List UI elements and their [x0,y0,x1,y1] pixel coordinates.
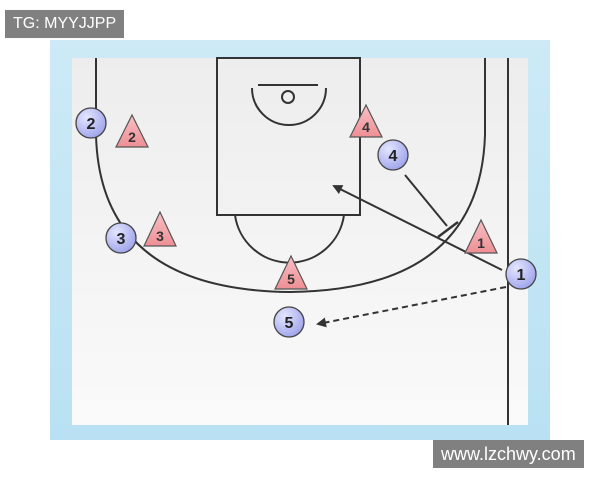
defender-2-label: 2 [128,129,136,145]
defender-3[interactable]: 3 [143,210,177,247]
offense-player-3[interactable]: 3 [105,222,137,254]
watermark-website: www.lzchwy.com [433,440,584,468]
defender-1-label: 1 [477,235,485,251]
defender-5-label: 5 [287,271,295,287]
defender-4[interactable]: 4 [349,103,383,138]
offense-player-5-label: 5 [285,315,294,332]
movement-lines [316,174,507,328]
rim [281,90,295,104]
defender-1[interactable]: 1 [464,218,498,254]
watermark-telegram: TG: MYYJJPP [5,10,125,38]
offense-player-4[interactable]: 4 [377,139,409,171]
offense-player-4-label: 4 [389,148,398,165]
offense-player-2[interactable]: 2 [75,107,107,139]
defender-2[interactable]: 2 [115,113,149,148]
offense-player-1-label: 1 [517,267,526,284]
screen-bar [437,221,459,238]
offense-player-2-label: 2 [87,116,96,133]
pass-arrow [316,286,507,328]
three-point-arc [95,134,486,294]
court-lines [95,57,509,425]
defender-4-label: 4 [362,119,370,135]
restricted-arc [251,87,327,126]
cut-arrow [332,185,503,271]
defender-5[interactable]: 5 [274,254,308,290]
screen-line [404,174,448,227]
offense-player-5[interactable]: 5 [273,306,305,338]
court-surface [72,58,528,425]
offense-player-3-label: 3 [117,231,126,248]
offense-player-1[interactable]: 1 [505,258,537,290]
defender-3-label: 3 [156,228,164,244]
